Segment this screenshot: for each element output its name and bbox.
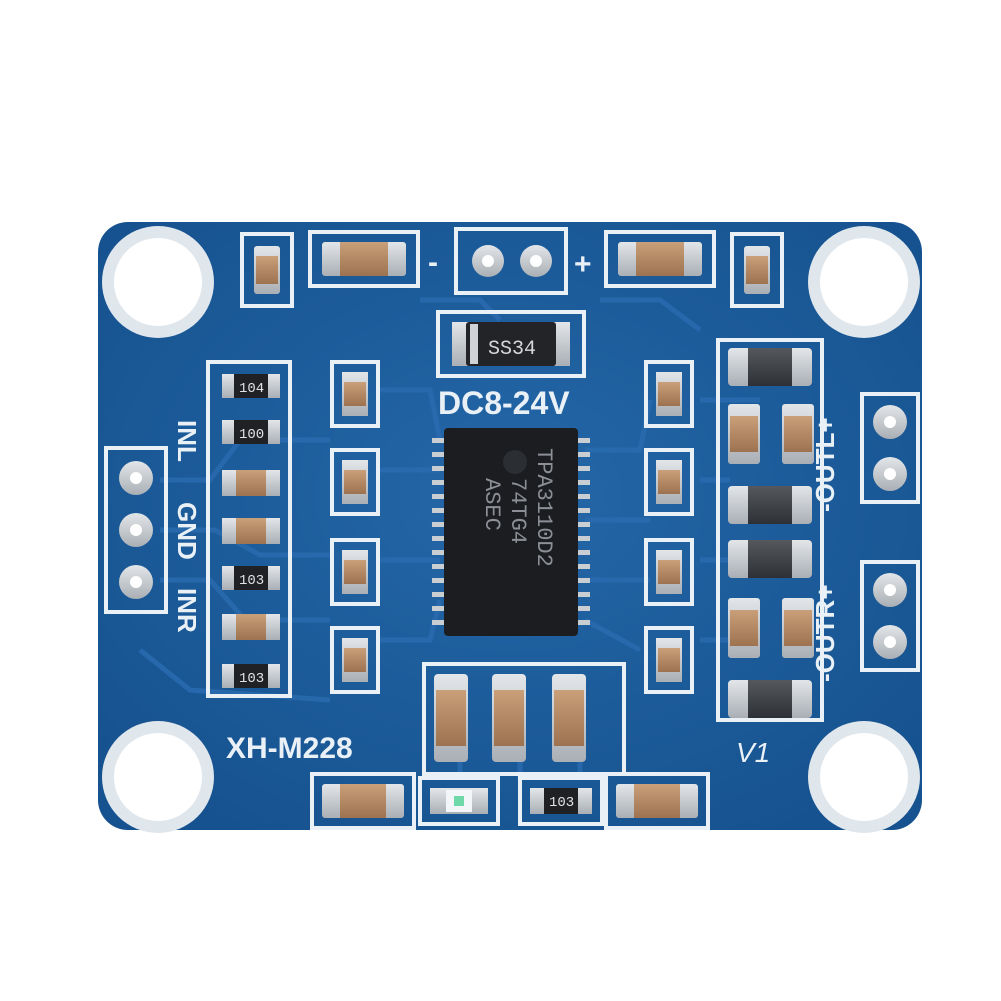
output-label-right: -OUTR+ — [810, 585, 840, 683]
capacitor-top-left-small — [240, 232, 294, 308]
right-capacitor-column — [644, 360, 694, 694]
ti-logo-icon — [503, 450, 527, 474]
diode-marking: SS34 — [488, 338, 536, 361]
chip-marking-line-3: ASEC — [479, 478, 504, 531]
capacitor-top-left — [308, 230, 420, 288]
board-version-label: V1 — [736, 737, 770, 768]
output-filter-block — [716, 338, 824, 722]
power-plus-label: + — [574, 248, 592, 281]
resistor-code-103-c: 103 — [549, 795, 574, 811]
mounting-hole-bottom-left — [102, 721, 214, 833]
ic-chip — [432, 428, 590, 636]
mounting-hole-bottom-right — [808, 721, 920, 833]
input-label-inr: INR — [172, 588, 202, 633]
left-resistor-column — [206, 360, 292, 698]
bottom-capacitor-group — [422, 662, 626, 776]
resistor-code-104: 104 — [239, 381, 264, 397]
diode-ss34 — [436, 310, 586, 378]
mounting-hole-top-right — [808, 226, 920, 338]
power-voltage-label: DC8-24V — [438, 385, 570, 421]
input-label-inl: INL — [172, 420, 202, 462]
power-header — [454, 227, 568, 295]
mounting-hole-top-left — [102, 226, 214, 338]
capacitor-top-right — [604, 230, 716, 288]
resistor-code-103-a: 103 — [239, 573, 264, 589]
output-label-left: -OUTL+ — [810, 417, 840, 512]
resistor-code-103-b: 103 — [239, 671, 264, 687]
capacitor-top-right-small — [730, 232, 784, 308]
chip-marking-line-2: 74TG4 — [505, 478, 530, 544]
board-model-label: XH-M228 — [226, 732, 353, 765]
output-header-right — [860, 560, 920, 672]
output-header-left — [860, 392, 920, 504]
resistor-code-100: 100 — [239, 427, 264, 443]
chip-marking-line-1: TPA3110D2 — [531, 448, 556, 567]
left-capacitor-column — [330, 360, 380, 694]
input-header — [104, 446, 168, 614]
power-minus-label: - — [428, 246, 438, 279]
bottom-component-row — [310, 772, 710, 830]
input-label-gnd: GND — [172, 502, 202, 560]
